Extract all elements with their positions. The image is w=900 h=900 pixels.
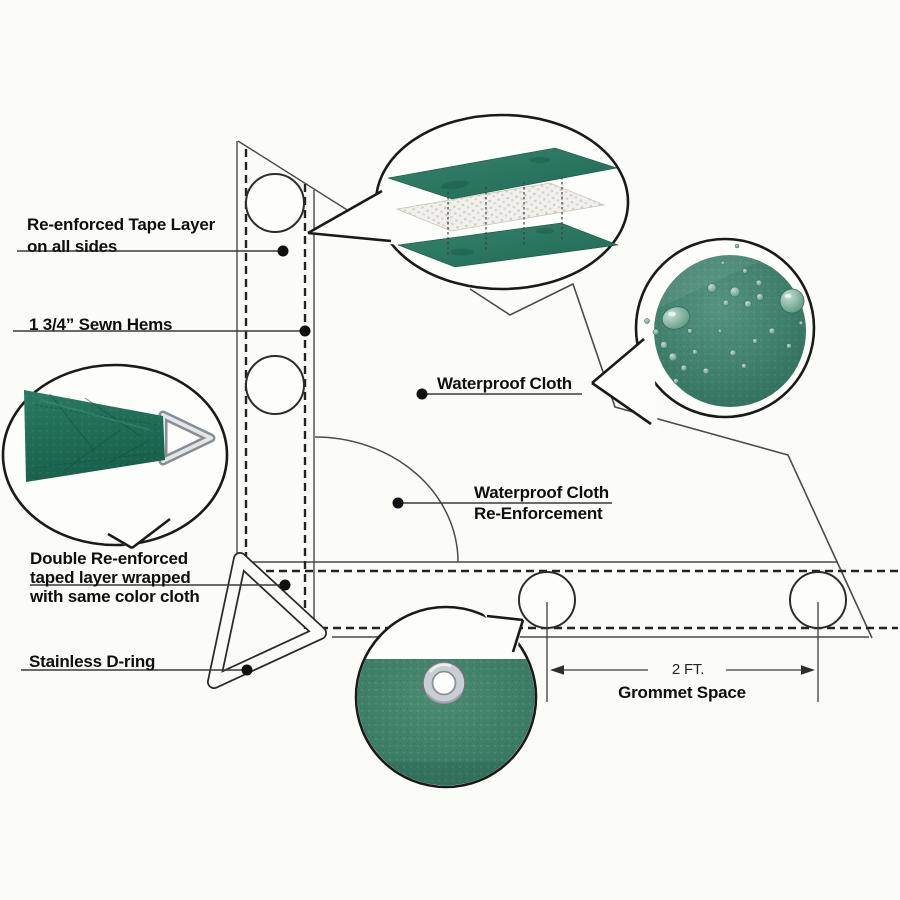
label-waterproof-cloth: Waterproof Cloth bbox=[437, 374, 572, 393]
layer-stitch-lines bbox=[447, 177, 563, 257]
label-reenforcement-line1: Waterproof Cloth bbox=[474, 483, 609, 502]
water-callout-bubble bbox=[591, 237, 816, 430]
leader-lines bbox=[13, 250, 612, 671]
label-double-taped-line1: Double Re-enforced bbox=[30, 549, 188, 568]
label-double-taped: Double Re-enforced taped layer wrapped w… bbox=[30, 549, 200, 606]
label-grommet-space: Grommet Space bbox=[618, 683, 746, 702]
sheet-break-edge-line bbox=[469, 282, 873, 639]
label-tape-layer-line1: Re-enforced Tape Layer bbox=[27, 215, 216, 234]
bubble-tail bbox=[592, 332, 658, 430]
water-droplets bbox=[644, 243, 805, 384]
grommet-icon bbox=[357, 659, 535, 786]
dring-callout-bubble bbox=[1, 363, 229, 550]
bottom-fabric-layer bbox=[397, 222, 619, 268]
d-ring-strap bbox=[207, 552, 327, 689]
label-double-taped-line3: with same color cloth bbox=[30, 587, 200, 606]
top-fabric-layer bbox=[387, 147, 618, 200]
label-double-taped-line2: taped layer wrapped bbox=[30, 568, 191, 587]
mesh-layer bbox=[395, 182, 606, 232]
arrowhead-left bbox=[550, 665, 564, 675]
label-stainless-dring: Stainless D-ring bbox=[29, 652, 156, 671]
reinforcement-arc bbox=[314, 436, 459, 563]
label-dimension-value: 2 FT. bbox=[671, 661, 705, 678]
leader-dots bbox=[241, 245, 428, 676]
corner-fold-line bbox=[237, 140, 353, 214]
label-tape-layer-line2: on all sides bbox=[27, 237, 118, 256]
label-reenforcement-line2: Re-Enforcement bbox=[474, 504, 603, 523]
dring-icon bbox=[24, 390, 216, 482]
label-sewn-hems: 1 3/4” Sewn Hems bbox=[29, 315, 173, 334]
bubble-tail bbox=[480, 609, 523, 658]
grommet-holes bbox=[245, 173, 847, 629]
grommet-hole-middle bbox=[245, 355, 305, 415]
arrowhead-right bbox=[801, 665, 815, 675]
label-tape-layer: Re-enforced Tape Layer on all sides bbox=[27, 214, 215, 258]
grommet-hole-top bbox=[245, 173, 305, 233]
grommet-callout-bubble bbox=[354, 605, 538, 789]
dimension-arrowheads bbox=[550, 665, 815, 675]
label-reenforcement: Waterproof Cloth Re-Enforcement bbox=[474, 482, 609, 524]
bubble-tail bbox=[308, 186, 398, 245]
layers-icon bbox=[387, 147, 619, 268]
dimension-lines bbox=[546, 602, 819, 702]
layers-callout-bubble bbox=[307, 113, 630, 291]
